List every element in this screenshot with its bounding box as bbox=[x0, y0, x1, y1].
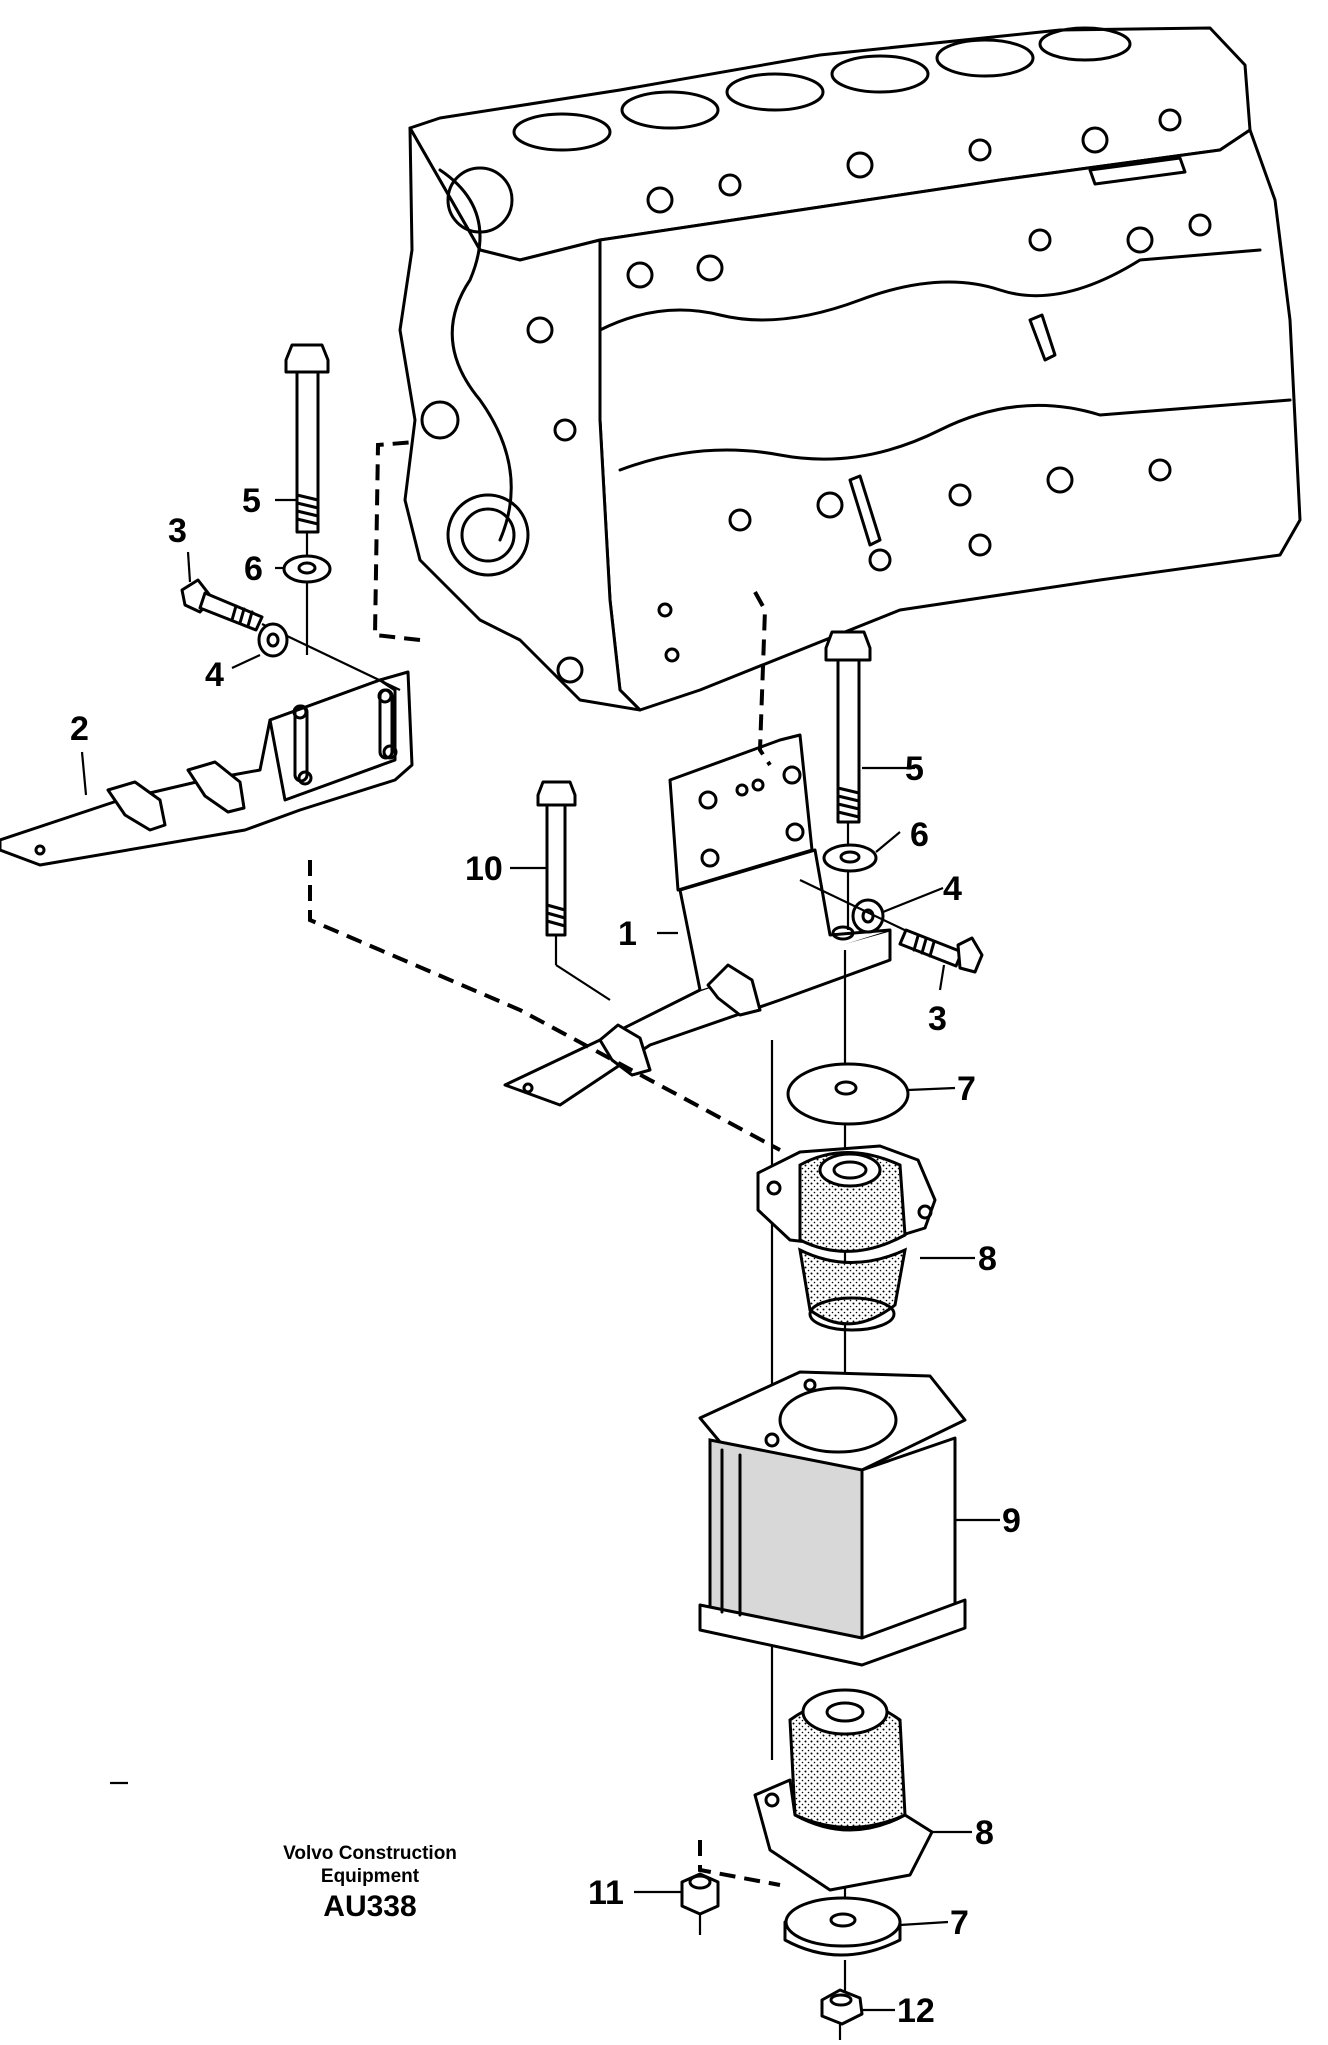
callout-4-left: 4 bbox=[205, 656, 224, 694]
washer-7-upper bbox=[786, 1062, 910, 1126]
engine-block bbox=[398, 26, 1302, 712]
callout-numbers: 5 6 3 4 2 5 6 4 3 10 1 7 8 9 8 7 11 12 bbox=[70, 482, 1021, 2030]
nut-12 bbox=[820, 1988, 864, 2026]
callout-3-left: 3 bbox=[168, 512, 187, 550]
callout-6-right: 6 bbox=[910, 816, 929, 854]
nut-11 bbox=[680, 1872, 720, 1916]
bolt-5-right bbox=[824, 630, 872, 824]
callout-8-lower: 8 bbox=[975, 1814, 994, 1852]
bolt-10 bbox=[536, 780, 577, 937]
callout-4-right: 4 bbox=[943, 870, 962, 908]
callout-5-left: 5 bbox=[242, 482, 261, 520]
callout-7-upper: 7 bbox=[957, 1070, 976, 1108]
callout-11: 11 bbox=[588, 1874, 624, 1912]
callout-5-right: 5 bbox=[905, 750, 924, 788]
figure-reference-code: AU338 bbox=[323, 1890, 417, 1923]
bolt-5-left bbox=[284, 343, 330, 534]
brand-subtitle: Equipment bbox=[320, 1866, 420, 1887]
rubber-mount-8-upper bbox=[756, 1144, 937, 1332]
callout-6-left: 6 bbox=[244, 550, 263, 588]
left-bracket bbox=[0, 670, 414, 867]
callout-3-right: 3 bbox=[928, 1000, 947, 1038]
bolt-3-left bbox=[180, 578, 264, 632]
bolt-3-right bbox=[898, 928, 984, 974]
callout-9: 9 bbox=[1002, 1502, 1021, 1540]
washer-6-left bbox=[282, 554, 332, 584]
washer-4-right bbox=[851, 898, 885, 934]
callout-10: 10 bbox=[465, 850, 503, 888]
mounting-box-9 bbox=[698, 1370, 967, 1667]
right-bracket bbox=[503, 733, 892, 1107]
rubber-mount-8-lower bbox=[753, 1688, 934, 1892]
callout-8-upper: 8 bbox=[978, 1240, 997, 1278]
washer-7-lower bbox=[783, 1896, 902, 1957]
callout-12: 12 bbox=[897, 1992, 935, 2030]
callout-1: 1 bbox=[618, 915, 637, 953]
assembly-dashes bbox=[308, 440, 781, 1887]
callout-2: 2 bbox=[70, 710, 89, 748]
callout-leaders bbox=[80, 498, 1000, 2012]
brand-name: Volvo Construction bbox=[283, 1843, 457, 1864]
callout-7-lower: 7 bbox=[950, 1904, 969, 1942]
washer-6-right bbox=[822, 843, 878, 873]
washer-4-left bbox=[257, 622, 289, 658]
